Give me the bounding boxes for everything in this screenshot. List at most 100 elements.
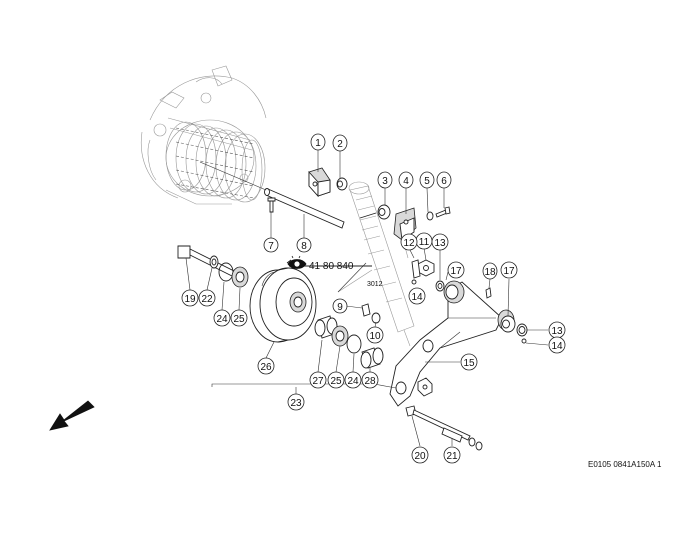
callout-22: 22	[198, 289, 216, 307]
washer-5	[426, 211, 434, 221]
callout-24-left: 24	[213, 309, 231, 327]
svg-text:25: 25	[330, 376, 342, 387]
callout-12: 12	[400, 233, 418, 251]
callout-19: 19	[181, 289, 199, 307]
callout-14-upper: 14	[408, 287, 426, 305]
grease-nipple-18	[485, 287, 492, 299]
nut-11	[417, 259, 435, 277]
svg-text:27: 27	[312, 376, 324, 387]
pulley-26	[249, 267, 317, 343]
sleeve-21	[441, 427, 483, 451]
circlip-24-right	[346, 334, 362, 354]
bush-28	[360, 347, 384, 369]
svg-text:18: 18	[484, 267, 496, 278]
callout-3: 3	[377, 171, 393, 189]
bolt-6	[435, 206, 451, 218]
pin-9	[361, 303, 371, 317]
callout-11: 11	[415, 232, 433, 250]
callout-17-right: 17	[500, 261, 518, 279]
svg-text:5: 5	[424, 176, 430, 187]
shaft	[199, 161, 345, 229]
leader-lines	[185, 147, 549, 447]
callout-28: 28	[361, 371, 379, 389]
callout-15: 15	[460, 353, 478, 371]
callout-13-right: 13	[548, 321, 566, 339]
callout-13-upper: 13	[431, 233, 449, 251]
svg-text:13: 13	[434, 238, 446, 249]
callout-17-left: 17	[447, 261, 465, 279]
washer-14-right	[521, 338, 527, 344]
svg-text:23: 23	[290, 398, 302, 409]
svg-text:4: 4	[403, 176, 409, 187]
bush-2	[336, 177, 348, 191]
callout-5: 5	[419, 171, 435, 189]
callout-1: 1	[310, 133, 326, 151]
svg-text:6: 6	[441, 176, 447, 187]
svg-text:20: 20	[414, 451, 426, 462]
callout-14-right: 14	[548, 336, 566, 354]
svg-text:28: 28	[364, 376, 376, 387]
nut-lower	[417, 377, 433, 397]
bush-17-right	[500, 315, 516, 333]
callout-4: 4	[398, 171, 414, 189]
figure-code: E0105 0841A150A 1	[588, 460, 662, 469]
svg-text:19: 19	[184, 294, 196, 305]
callout-2: 2	[332, 134, 348, 152]
svg-text:7: 7	[268, 241, 274, 252]
callout-25-right: 25	[327, 371, 345, 389]
ring-13-upper	[435, 280, 445, 292]
svg-text:1: 1	[315, 138, 321, 149]
drum-assembly	[140, 65, 267, 205]
callout-27: 27	[309, 371, 327, 389]
ring-13-right	[516, 323, 528, 337]
bolt-20	[405, 405, 471, 441]
svg-text:17: 17	[503, 266, 515, 277]
eye-icon	[286, 255, 307, 269]
callout-25-left: 25	[230, 309, 248, 327]
washer-22	[209, 255, 219, 269]
swing-arm	[389, 280, 515, 407]
callout-7: 7	[263, 237, 279, 253]
sub-label: 3012	[367, 281, 383, 288]
callout-24-right: 24	[344, 371, 362, 389]
bolt-7	[267, 197, 276, 213]
svg-text:11: 11	[419, 237, 430, 248]
svg-text:22: 22	[201, 294, 213, 305]
callout-26: 26	[257, 357, 275, 375]
callout-18: 18	[482, 262, 498, 280]
callout-20: 20	[411, 446, 429, 464]
callout-9: 9	[332, 298, 348, 314]
arrow-down-left-icon	[49, 400, 95, 431]
callout-21: 21	[443, 446, 461, 464]
callout-8: 8	[296, 237, 312, 253]
svg-text:17: 17	[450, 266, 462, 277]
svg-text:24: 24	[216, 314, 228, 325]
callout-23: 23	[287, 393, 305, 411]
svg-text:25: 25	[233, 314, 245, 325]
svg-text:10: 10	[369, 331, 381, 342]
svg-text:13: 13	[551, 326, 563, 337]
pin-12	[411, 259, 421, 285]
svg-text:14: 14	[551, 341, 563, 352]
bush-3	[359, 204, 391, 220]
svg-text:3: 3	[382, 176, 388, 187]
svg-text:2: 2	[337, 139, 343, 150]
bracket-4	[393, 207, 417, 241]
svg-text:24: 24	[347, 376, 359, 387]
callout-6: 6	[436, 171, 452, 189]
bracket-1	[308, 167, 331, 198]
reference-code: 41 80 840	[309, 261, 354, 272]
reference-tag: 41 80 840	[286, 255, 372, 272]
svg-text:15: 15	[463, 358, 475, 369]
svg-text:26: 26	[260, 362, 272, 373]
bearing-25-right	[331, 325, 349, 347]
svg-text:9: 9	[337, 302, 343, 313]
svg-text:12: 12	[403, 238, 415, 249]
svg-text:14: 14	[411, 292, 423, 303]
svg-text:21: 21	[446, 451, 458, 462]
callout-10: 10	[366, 326, 384, 344]
bearing-25-left	[231, 266, 249, 288]
washer-10	[371, 312, 381, 324]
svg-text:8: 8	[301, 241, 307, 252]
